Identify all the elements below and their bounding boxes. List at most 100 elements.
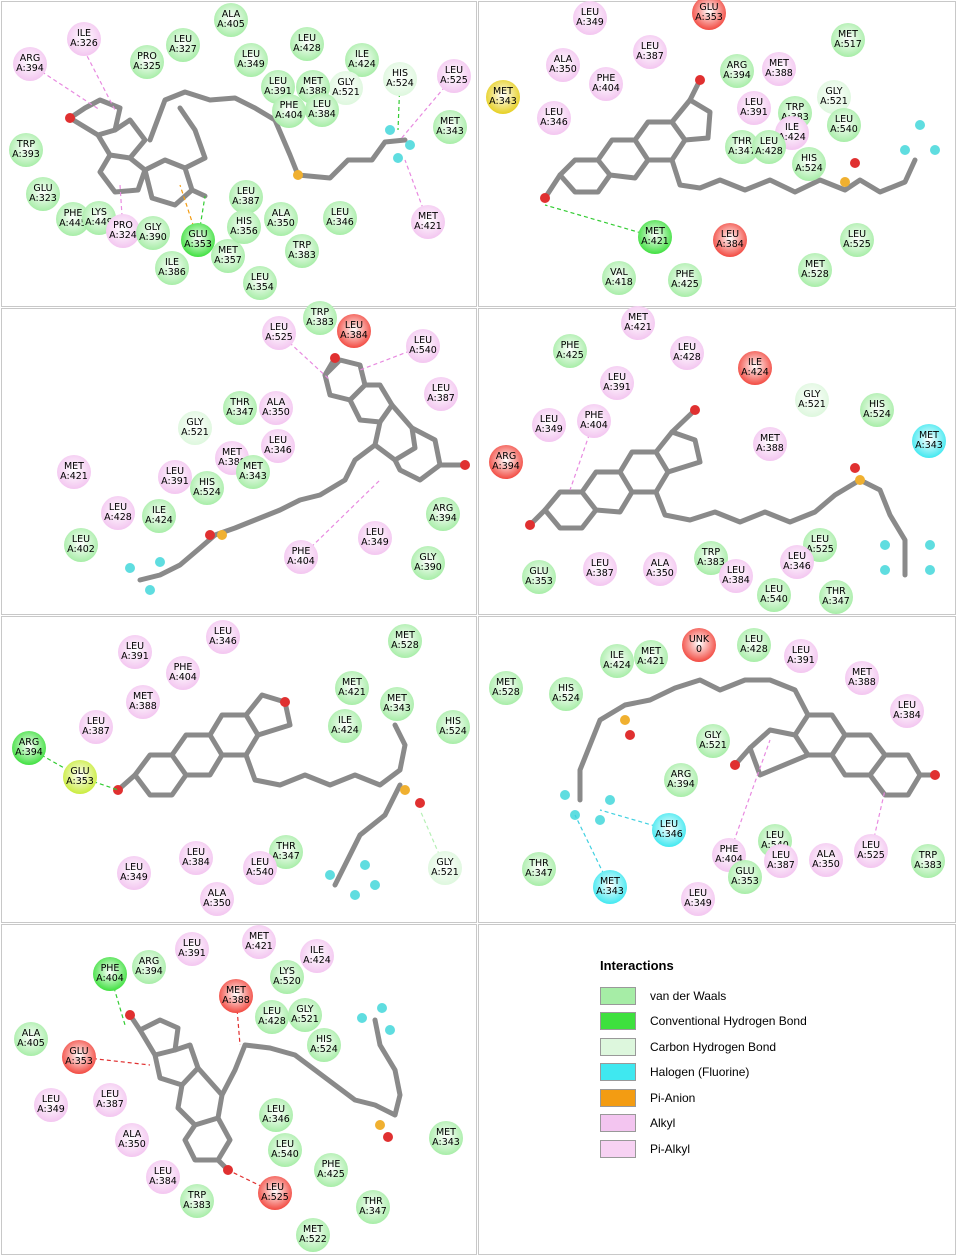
residue-name: HIS	[558, 683, 574, 694]
residue-id: A:390	[414, 562, 442, 573]
residue-id: A:517	[834, 39, 862, 50]
residue-name: VAL	[610, 267, 628, 278]
legend-swatch	[600, 1012, 636, 1031]
residue-id: A:421	[641, 236, 669, 247]
residue-name: LEU	[41, 1094, 61, 1105]
residue-name: LEU	[71, 534, 91, 545]
residue-id: A:528	[801, 269, 829, 280]
residue-name: GLU	[529, 566, 549, 577]
residue-name: MET	[851, 667, 872, 678]
residue-id: A:349	[535, 424, 563, 435]
residue-name: MET	[132, 691, 153, 702]
legend-swatch	[600, 1088, 636, 1107]
residue-name: HIS	[199, 477, 215, 488]
residue-id: A:424	[603, 660, 631, 671]
legend-label: van der Waals	[650, 988, 727, 1003]
residue-id: A:428	[740, 644, 768, 655]
residue-name: LEU	[100, 1089, 120, 1100]
residue-name: MET	[417, 211, 438, 222]
residue-name: LEU	[268, 435, 288, 446]
residue-name: ARG	[495, 451, 517, 462]
residue-name: GLY	[419, 552, 437, 563]
residue-id: A:343	[436, 126, 464, 137]
residue-id: A:391	[121, 651, 149, 662]
residue-name: LEU	[787, 551, 807, 562]
residue-id: A:428	[673, 352, 701, 363]
residue-name: ILE	[76, 28, 92, 39]
residue-id: A:343	[383, 703, 411, 714]
residue-id: A:353	[525, 576, 553, 587]
residue-name: ILE	[164, 257, 180, 268]
residue-id: A:349	[37, 1104, 65, 1115]
residue-id: A:347	[272, 851, 300, 862]
residue-name: PRO	[113, 220, 133, 231]
residue-id: A:346	[262, 1114, 290, 1125]
residue-id: A:394	[16, 63, 44, 74]
residue-name: LEU	[124, 862, 144, 873]
residue-id: A:349	[237, 59, 265, 70]
residue-id: A:349	[120, 872, 148, 883]
residue-name: LEU	[413, 335, 433, 346]
residue-name: GLY	[337, 77, 355, 88]
residue-id: A:393	[12, 149, 40, 160]
residue-name: GLY	[144, 222, 162, 233]
residue-name: PRO	[137, 51, 157, 62]
residue-id: A:343	[432, 1137, 460, 1148]
residue-name: ARG	[19, 53, 41, 64]
legend-label: Halogen (Fluorine)	[650, 1065, 750, 1080]
residue-name: LEU	[153, 1166, 173, 1177]
legend-swatch	[600, 986, 636, 1005]
residue-id: A:388	[129, 701, 157, 712]
residue-id: A:347	[728, 146, 756, 157]
residue-id: A:346	[209, 636, 237, 647]
residue-id: A:528	[492, 687, 520, 698]
residue-id: A:383	[697, 557, 725, 568]
residue-id: A:346	[540, 117, 568, 128]
residue-name: GLU	[699, 2, 719, 13]
residue-name: LEU	[539, 414, 559, 425]
legend-label: Conventional Hydrogen Bond	[650, 1014, 807, 1029]
residue-id: A:525	[806, 544, 834, 555]
residue-name: MET	[837, 29, 858, 40]
residue-name: LEU	[810, 534, 830, 545]
residue-id: A:388	[218, 457, 246, 468]
residue-name: LEU	[213, 626, 233, 637]
residue-id: A:347	[359, 1206, 387, 1217]
residue-id: A:391	[603, 382, 631, 393]
residue-id: A:343	[596, 886, 624, 897]
residue-id: A:350	[812, 859, 840, 870]
residue-id: A:388	[848, 677, 876, 688]
residue-id: A:394	[667, 779, 695, 790]
residue-name: LEU	[365, 527, 385, 538]
